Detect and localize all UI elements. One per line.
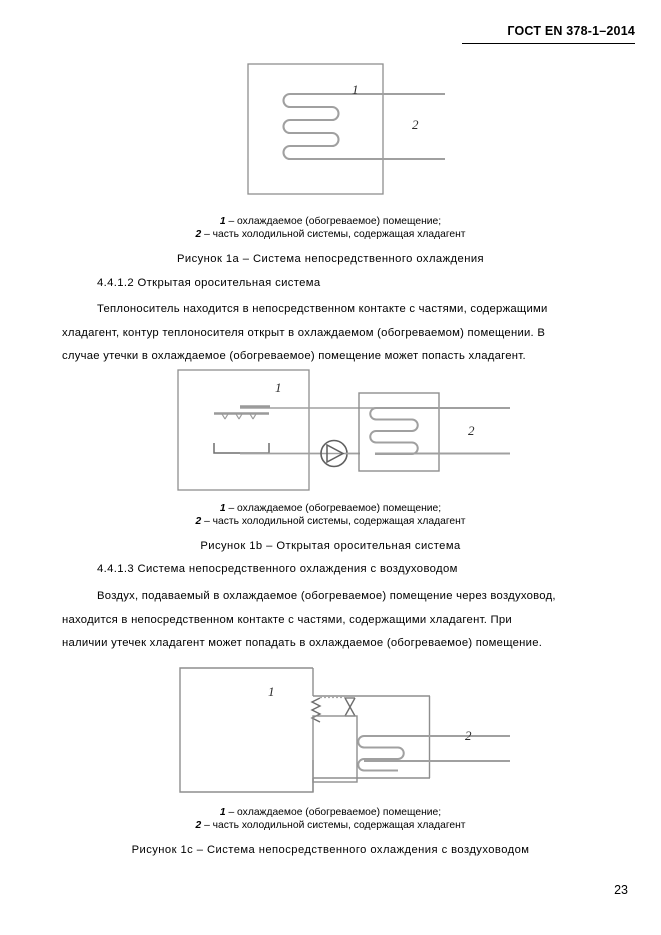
page-number: 23	[614, 883, 628, 897]
section-heading-4-4-1-3: 4.4.1.3 Система непосредственного охлажд…	[97, 563, 458, 575]
header-underline	[462, 43, 635, 44]
figure-1a-label-1: 1	[352, 82, 359, 97]
room-boundary-rect	[177, 369, 310, 491]
figure-1b-label-2: 2	[468, 423, 475, 438]
legend-text-2: – часть холодильной системы, содержащая …	[204, 228, 466, 240]
legend-text-1: – охлаждаемое (обогреваемое) помещение;	[228, 216, 442, 227]
figure-1b-label-1: 1	[275, 380, 282, 395]
legend-marker-1: 1	[219, 503, 226, 514]
air-grille-zigzag-icon	[310, 697, 322, 723]
section-heading-4-4-1-2: 4.4.1.2 Открытая оросительная система	[97, 277, 321, 289]
legend-line-2: 2 – часть холодильной системы, содержаща…	[0, 229, 661, 242]
legend-text-2: – часть холодильной системы, содержащая …	[204, 515, 466, 527]
pump-triangle-icon	[326, 443, 345, 464]
legend-line-1: 1 – охлаждаемое (обогреваемое) помещение…	[0, 503, 661, 516]
figure-1a-caption: Рисунок 1а – Система непосредственного о…	[176, 253, 485, 265]
figure-1b-legend: 1 – охлаждаемое (обогреваемое) помещение…	[0, 503, 661, 528]
paragraph-line-1: Теплоноситель находится в непосредственн…	[97, 303, 548, 315]
paragraph-line-2: находится в непосредственном контакте с …	[62, 613, 512, 626]
legend-line-2: 2 – часть холодильной системы, содержаща…	[0, 820, 661, 833]
figure-1c-label-2: 2	[465, 728, 472, 743]
paragraph-line-3: случае утечки в охлаждаемое (обогреваемо…	[62, 350, 526, 362]
legend-text-2: – часть холодильной системы, содержащая …	[204, 819, 466, 831]
figure-1b-caption: Рисунок 1b – Открытая оросительная систе…	[200, 540, 461, 552]
room-boundary-outline	[179, 667, 314, 793]
legend-marker-2: 2	[195, 819, 202, 831]
legend-marker-2: 2	[195, 515, 202, 527]
paragraph-line-3: наличии утечек хладагент может попадать …	[62, 637, 543, 649]
figure-1c-label-1: 1	[268, 684, 275, 699]
heat-exchanger-box	[358, 392, 440, 472]
figure-1a-label-2: 2	[412, 117, 419, 132]
document-header-standard-number: ГОСТ EN 378-1–2014	[507, 24, 635, 38]
legend-marker-1: 1	[219, 216, 226, 227]
figure-1a-legend: 1 – охлаждаемое (обогреваемое) помещение…	[0, 216, 661, 241]
section-paragraph-4-4-1-2: Теплоноситель находится в непосредственн…	[62, 298, 599, 369]
fan-bowtie-icon	[344, 697, 356, 717]
legend-line-1: 1 – охлаждаемое (обогреваемое) помещение…	[0, 216, 661, 229]
paragraph-line-2: хладагент, контур теплоносителя открыт в…	[62, 326, 546, 339]
legend-line-2: 2 – часть холодильной системы, содержаща…	[0, 516, 661, 529]
legend-marker-2: 2	[195, 228, 202, 240]
legend-marker-1: 1	[219, 807, 226, 818]
section-paragraph-4-4-1-3: Воздух, подаваемый в охлаждаемое (обогре…	[62, 585, 599, 656]
refrigerant-coil-path	[369, 407, 510, 455]
legend-text-1: – охлаждаемое (обогреваемое) помещение;	[228, 807, 442, 818]
figure-1c-diagram: 1 2	[170, 660, 510, 795]
air-handler-box	[312, 715, 358, 783]
legend-line-1: 1 – охлаждаемое (обогреваемое) помещение…	[0, 807, 661, 820]
figure-1b-diagram: 1 2	[170, 365, 510, 495]
collection-basin	[213, 443, 270, 454]
sprinkler-nozzle-marks	[221, 413, 257, 420]
figure-1c-legend: 1 – охлаждаемое (обогреваемое) помещение…	[0, 807, 661, 832]
figure-1c-caption: Рисунок 1с – Система непосредственного о…	[131, 844, 530, 856]
refrigerant-coil-path-upper	[357, 735, 510, 772]
paragraph-line-1: Воздух, подаваемый в охлаждаемое (обогре…	[97, 590, 556, 602]
figure-1a-diagram: 1 2	[240, 58, 460, 203]
room-boundary-rect	[247, 63, 384, 195]
legend-text-1: – охлаждаемое (обогреваемое) помещение;	[228, 503, 442, 514]
refrigerant-coil-path	[282, 92, 445, 161]
